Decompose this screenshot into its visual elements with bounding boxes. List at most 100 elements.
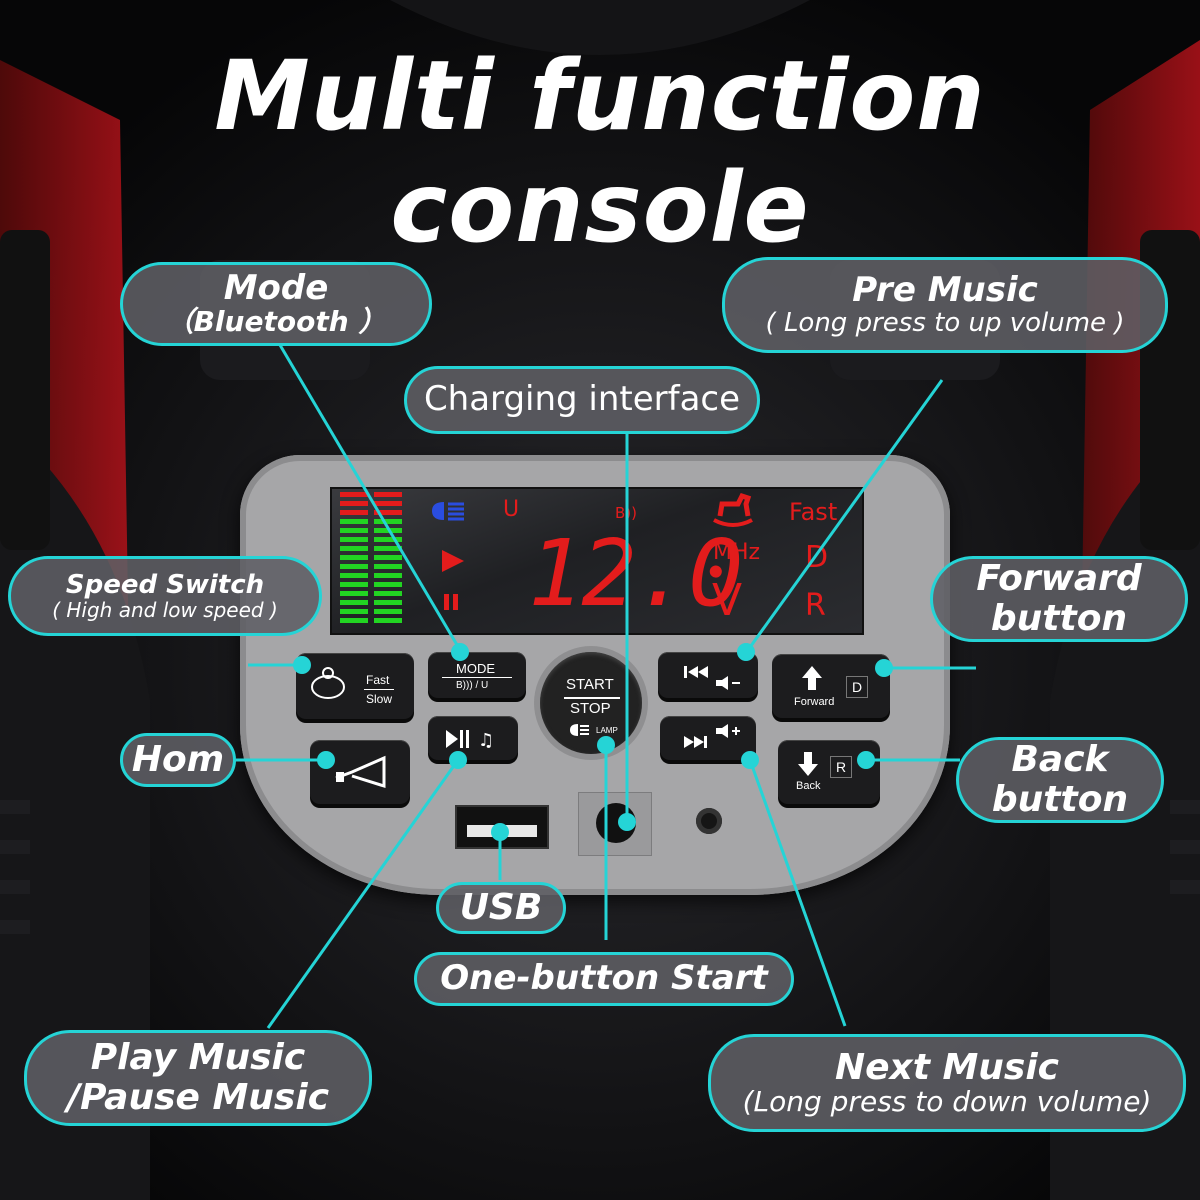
speed-switch-button[interactable]: Fast Slow xyxy=(296,653,414,719)
lcd-u-indicator: U xyxy=(503,497,520,522)
callout-speed-title: Speed Switch xyxy=(65,569,265,600)
callout-one-button-title: One-button Start xyxy=(440,958,768,999)
lcd-gear-r: R xyxy=(805,588,826,623)
forward-button[interactable]: Forward D xyxy=(772,654,890,718)
level-meter-segment xyxy=(374,609,402,614)
svg-text:♫: ♫ xyxy=(478,730,494,750)
callout-charging-title: Charging interface xyxy=(423,379,741,420)
prev-track-icon xyxy=(684,666,740,690)
level-meter-segment xyxy=(374,564,402,569)
callout-back: Back button xyxy=(956,737,1164,823)
level-meter-segment xyxy=(340,492,368,497)
mode-button[interactable]: MODE B))) / U xyxy=(428,652,526,698)
mode-label: MODE xyxy=(456,661,495,676)
level-meter-segment xyxy=(374,591,402,596)
level-meter-segment xyxy=(374,600,402,605)
stop-label: STOP xyxy=(570,700,611,717)
callout-next-music: Next Music (Long press to down volume) xyxy=(708,1034,1186,1132)
mode-sub-label: B))) / U xyxy=(456,680,489,691)
play-pause-icon: ♫ xyxy=(446,730,494,750)
speed-fast-label: Fast xyxy=(366,673,390,687)
level-meter-segment xyxy=(340,519,368,524)
level-meter-segment xyxy=(340,618,368,623)
level-meter-segment xyxy=(374,537,402,542)
level-meter-segment xyxy=(374,582,402,587)
callout-forward-title2: button xyxy=(990,598,1128,639)
level-meter-segment xyxy=(340,600,368,605)
level-meter-segment xyxy=(374,546,402,551)
level-meter-segment xyxy=(340,546,368,551)
callout-mode: Mode （Bluetooth ） xyxy=(120,262,432,346)
arrow-up-icon xyxy=(802,666,822,690)
lamp-icon xyxy=(568,722,590,736)
callout-forward: Forward button xyxy=(930,556,1188,642)
lcd-mhz-label: MHz xyxy=(713,540,761,565)
level-meter-segment xyxy=(340,537,368,542)
play-icon xyxy=(440,548,466,578)
level-meter-segment xyxy=(374,618,402,623)
callout-back-title: Back xyxy=(1011,739,1109,781)
level-meter-segment xyxy=(340,582,368,587)
callout-next-title: Next Music xyxy=(834,1046,1060,1088)
level-meter-segment xyxy=(374,573,402,578)
level-meter-segment xyxy=(374,492,402,497)
next-track-button[interactable] xyxy=(660,716,756,760)
rocking-horse-icon xyxy=(708,490,758,528)
level-meter-segment xyxy=(340,591,368,596)
horn-icon xyxy=(335,755,386,789)
lcd-fast-indicator: Fast xyxy=(789,498,838,526)
level-meter-segment xyxy=(340,555,368,560)
pause-icon xyxy=(442,592,462,616)
speed-slow-label: Slow xyxy=(366,692,393,706)
back-button[interactable]: Back R xyxy=(778,740,880,804)
headlight-icon xyxy=(430,500,466,522)
arrow-down-icon xyxy=(798,752,818,776)
callout-usb-title: USB xyxy=(459,887,543,929)
lamp-label: LAMP xyxy=(596,726,618,735)
callout-speed-switch: Speed Switch ( High and low speed ) xyxy=(8,556,322,636)
callout-forward-title: Forward xyxy=(976,558,1142,600)
level-meter-segment xyxy=(340,510,368,515)
callout-mode-title: Mode xyxy=(223,267,329,308)
level-meter-segment xyxy=(340,609,368,614)
level-meter-segment xyxy=(374,501,402,506)
back-label: Back xyxy=(796,780,821,792)
callout-mode-sub: （Bluetooth ） xyxy=(165,305,387,339)
page-title: Multi function console xyxy=(214,40,986,264)
level-meter-segment xyxy=(340,564,368,569)
aux-hole xyxy=(696,808,722,834)
level-meter-segment xyxy=(340,528,368,533)
callout-play-title: Play Music xyxy=(90,1037,306,1079)
level-meter-segment xyxy=(374,510,402,515)
callout-pre-music: Pre Music ( Long press to up volume ) xyxy=(722,257,1168,353)
callout-charging: Charging interface xyxy=(404,366,760,434)
lcd-v-unit: V xyxy=(712,575,743,626)
level-meter-segment xyxy=(374,519,402,524)
level-meter-segment xyxy=(340,501,368,506)
turtle-icon xyxy=(311,667,345,699)
level-meter-segment xyxy=(340,573,368,578)
start-stop-button[interactable]: START STOP LAMP xyxy=(540,652,642,754)
usb-port[interactable] xyxy=(455,805,549,849)
callout-play-title2: /Pause Music xyxy=(66,1077,330,1118)
callout-pre-music-title: Pre Music xyxy=(852,270,1038,310)
callout-play-music: Play Music /Pause Music xyxy=(24,1030,372,1126)
next-track-icon xyxy=(684,724,740,748)
callout-next-sub: (Long press to down volume) xyxy=(742,1085,1152,1119)
callout-horn: Hom xyxy=(120,733,236,787)
level-meter-segment xyxy=(374,555,402,560)
callout-one-button-start: One-button Start xyxy=(414,952,794,1006)
horn-button[interactable] xyxy=(310,740,410,804)
back-letter: R xyxy=(830,756,852,778)
callout-speed-sub: ( High and low speed ) xyxy=(52,598,278,623)
voltage-readout: 12.0 xyxy=(528,520,744,627)
callout-horn-title: Hom xyxy=(131,739,225,781)
callout-usb: USB xyxy=(436,882,566,934)
callout-pre-music-sub: ( Long press to up volume ) xyxy=(765,308,1125,339)
callout-back-title2: button xyxy=(991,779,1129,820)
play-pause-button[interactable]: ♫ xyxy=(428,716,518,760)
forward-letter: D xyxy=(846,676,868,698)
start-label: START xyxy=(566,676,614,693)
forward-label: Forward xyxy=(794,696,835,708)
